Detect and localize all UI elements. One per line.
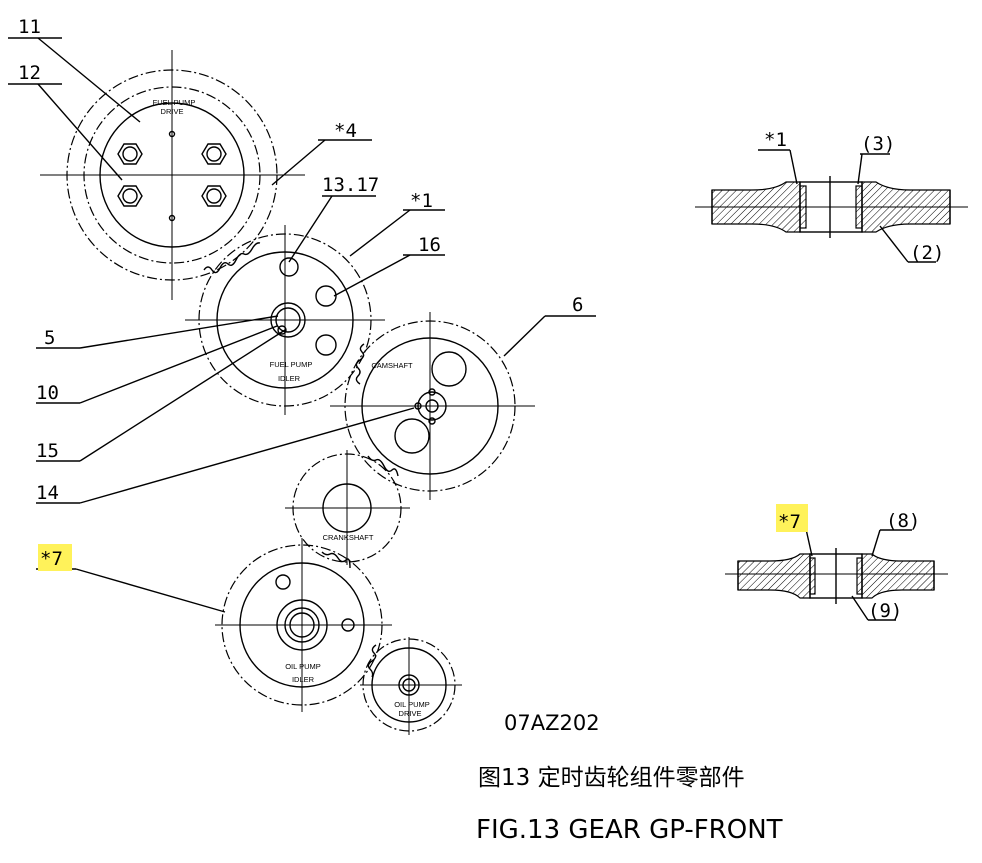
hex-bolt-icon — [201, 143, 227, 165]
gear-label: FUEL PUMP — [270, 360, 313, 369]
gear-label: IDLER — [278, 374, 301, 383]
tooth-mesh — [203, 242, 261, 274]
highlight-mark — [776, 504, 808, 532]
gear-label: DRIVE — [161, 107, 184, 116]
callout-12: 12 — [18, 62, 41, 84]
section-view-oil-idler — [725, 528, 948, 621]
callout-6: 6 — [572, 294, 583, 316]
callout-10: 10 — [36, 382, 59, 404]
highlight-mark — [38, 544, 72, 571]
callout-14: 14 — [36, 482, 59, 504]
callout-15: 15 — [36, 440, 59, 462]
caption-chinese: 图13 定时齿轮组件零部件 — [478, 765, 745, 791]
callout-7: *7 — [40, 548, 63, 570]
leader-lines — [8, 37, 596, 613]
gear-label: OIL PUMP — [285, 662, 321, 671]
tooth-mesh — [321, 551, 351, 569]
gear-label: OIL PUMP — [394, 700, 430, 709]
fuel-pump-drive-gear: FUEL PUMP DRIVE — [40, 50, 305, 300]
section-callout-3: (3) — [861, 133, 895, 155]
callout-11: 11 — [18, 16, 41, 38]
caption-english: FIG.13 GEAR GP-FRONT — [476, 815, 783, 845]
callout-4: *4 — [334, 120, 357, 142]
tooth-mesh — [367, 644, 377, 678]
callout-5: 5 — [44, 327, 55, 349]
callout-13-17: 13.17 — [322, 174, 379, 196]
hex-bolt-icon — [117, 143, 143, 165]
gear-label: CAMSHAFT — [371, 361, 413, 370]
callout-16: 16 — [418, 234, 441, 256]
tooth-mesh — [355, 343, 365, 385]
gear-label: FUEL PUMP — [153, 98, 196, 107]
gear-label: CRANKSHAFT — [323, 533, 374, 542]
section-callout-7: *7 — [778, 511, 801, 533]
callout-1: *1 — [410, 190, 433, 212]
section-callout-9: (9) — [868, 600, 902, 622]
section-callout-8: (8) — [886, 510, 920, 532]
gear-label: IDLER — [292, 675, 315, 684]
gear-label: DRIVE — [399, 709, 422, 718]
section-callout-1: *1 — [764, 129, 787, 151]
hex-bolt-icon — [117, 185, 143, 207]
section-callout-2: (2) — [910, 242, 944, 264]
tooth-mesh — [367, 455, 399, 477]
hex-bolt-icon — [201, 185, 227, 207]
oil-pump-drive-gear: OIL PUMP DRIVE — [360, 637, 462, 735]
oil-pump-idler-gear: OIL PUMP IDLER — [215, 538, 392, 712]
camshaft-gear: CAMSHAFT — [330, 312, 535, 500]
section-view-idler — [695, 149, 968, 263]
drawing-code: 07AZ202 — [504, 711, 600, 735]
fuel-pump-idler-gear: FUEL PUMP IDLER — [185, 225, 385, 415]
crankshaft-gear: CRANKSHAFT — [285, 450, 410, 565]
